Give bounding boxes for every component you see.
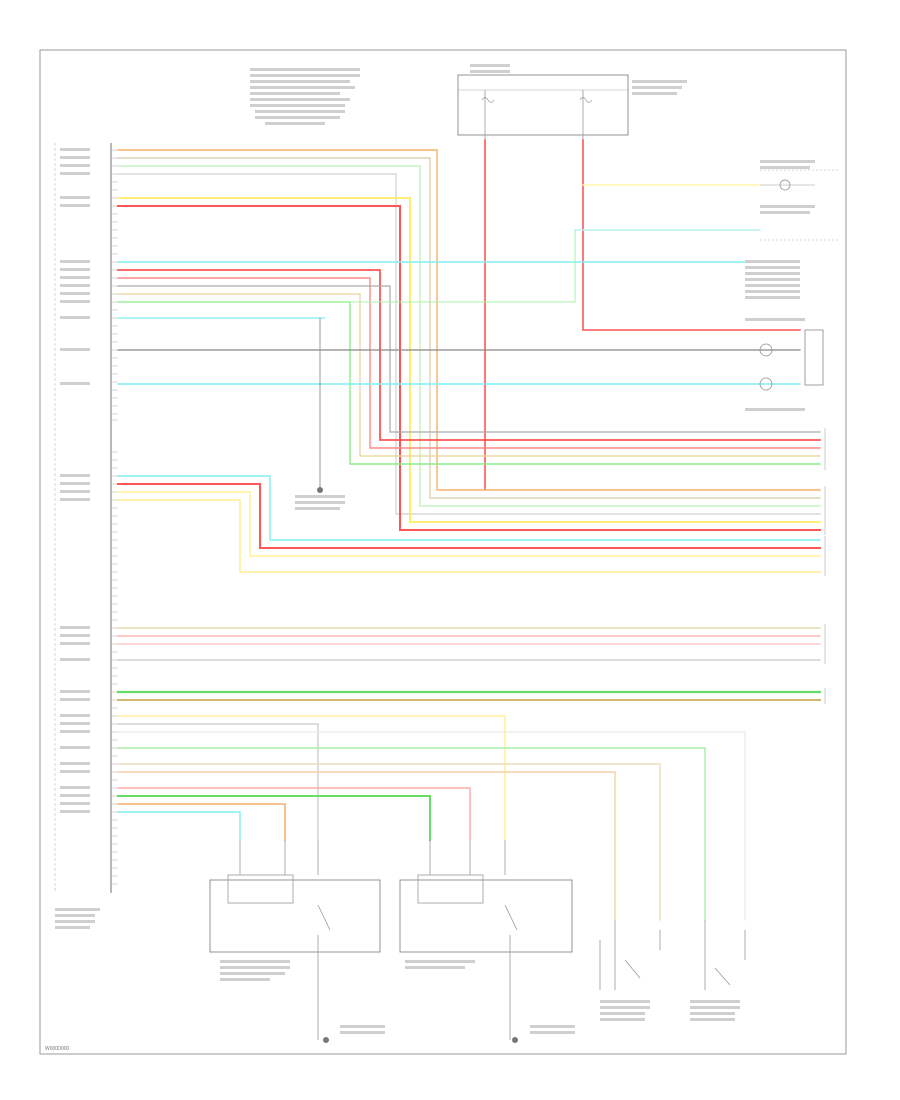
wire-red-mid-3 xyxy=(117,277,821,449)
wire-lightgreen-3 xyxy=(117,165,821,507)
wire-lightgreen-bottom-6 xyxy=(117,747,706,921)
diagram-id: W0000000 xyxy=(45,1046,69,1052)
fuse-box xyxy=(457,74,629,136)
ground-symbol-mid xyxy=(317,487,323,493)
wire-darkgray-mid-4 xyxy=(117,285,821,433)
connector-pins xyxy=(111,149,118,885)
wire-red-mid-2 xyxy=(117,269,821,441)
wire-palegray-bottom-5 xyxy=(117,731,746,921)
wire-gray-4 xyxy=(117,173,821,515)
switch-left-contacts xyxy=(227,840,331,1040)
sensor-top-right xyxy=(760,169,840,241)
wire-orange-bottom-11 xyxy=(117,803,286,841)
terminal-block-right xyxy=(759,329,824,391)
wire-cyan-bottom-12 xyxy=(117,811,241,841)
switch-box-left xyxy=(209,879,381,953)
wire-peach-bottom-8 xyxy=(117,771,616,921)
switch-box-mid xyxy=(399,879,573,953)
fuse-left xyxy=(481,90,495,140)
fuse-right xyxy=(579,90,593,140)
wire-tan-bottom-7 xyxy=(117,763,661,921)
wire-olive-mid-5 xyxy=(117,293,821,457)
wire-yellow-low-3 xyxy=(117,491,821,557)
ground-symbols-bottom xyxy=(323,1037,518,1043)
wire-tan-2 xyxy=(117,157,821,499)
wire-paleyellow-bottom-3 xyxy=(117,715,506,841)
wire-red-fuse-right xyxy=(582,139,801,331)
door-switch-right-1 xyxy=(599,920,661,990)
door-switch-right-2 xyxy=(704,920,746,990)
label-blocks xyxy=(55,64,815,1034)
switch-mid-contacts xyxy=(417,840,518,1040)
wire-red-6 xyxy=(117,205,821,531)
wire-yellow-5 xyxy=(117,197,821,523)
wire-green-bottom-10 xyxy=(117,795,431,841)
wire-gray-bottom-4 xyxy=(117,723,319,841)
wire-green-mid-7 xyxy=(117,229,576,303)
wire-red-low-2 xyxy=(117,483,821,549)
wire-paleyellow-low-4 xyxy=(117,499,821,573)
wire-cyan-low-1 xyxy=(117,475,821,541)
wire-red-bottom-9 xyxy=(117,787,471,841)
diagram-border xyxy=(39,49,847,1055)
wire-orange-1 xyxy=(117,149,821,491)
